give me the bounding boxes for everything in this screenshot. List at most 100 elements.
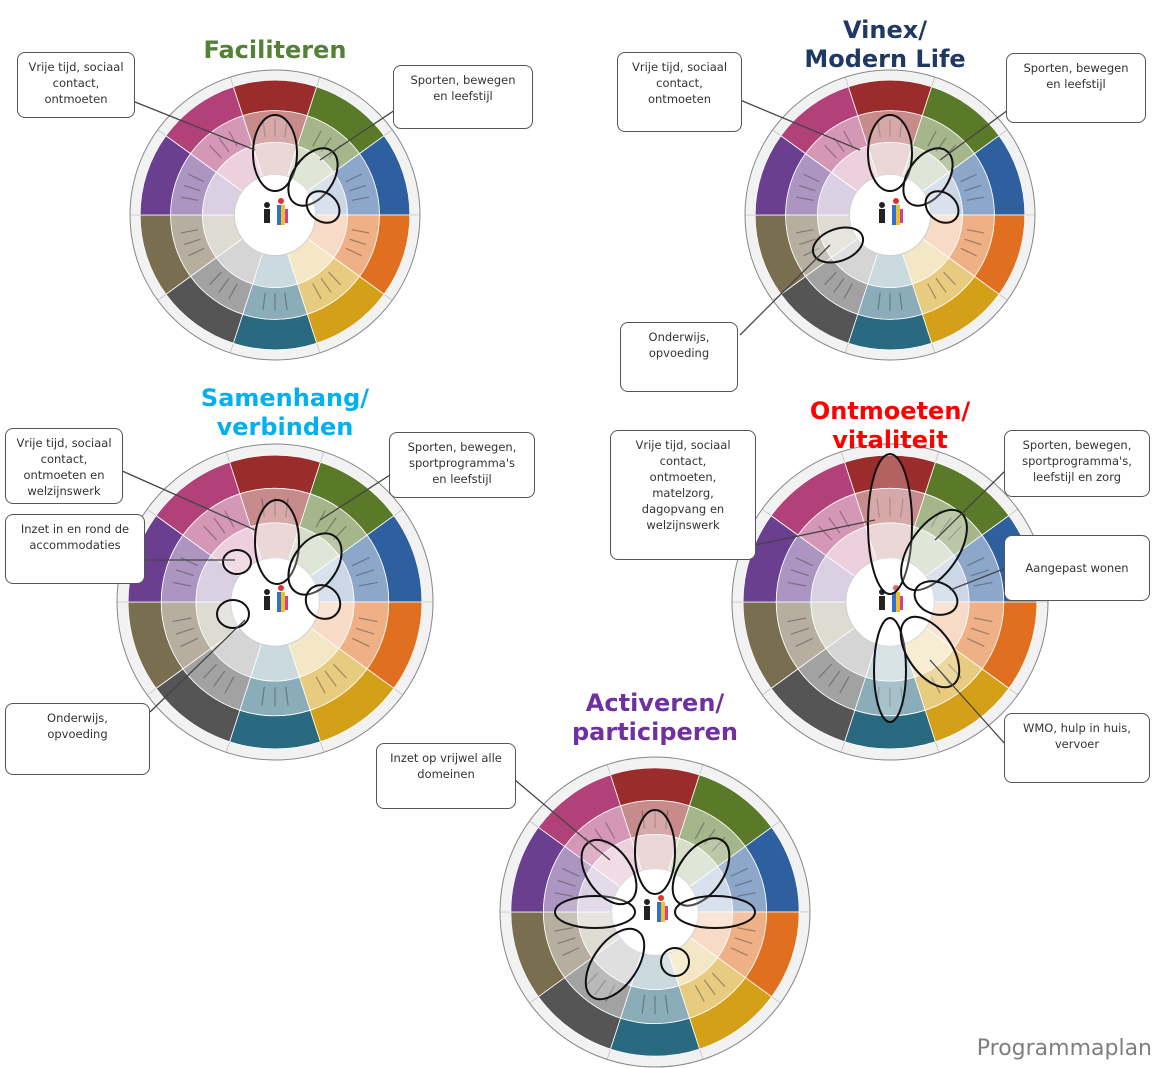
- segment-text-stripe: [966, 229, 985, 234]
- callout-leader-line: [739, 244, 831, 336]
- wheel-2: [116, 443, 434, 761]
- wheel-outline: [499, 756, 811, 1068]
- segment-text-stripe: [795, 196, 814, 201]
- callout-alle-domeinen: Inzet op vrijwel alle domeinen: [376, 743, 516, 809]
- segment-text-stripe: [803, 173, 820, 183]
- person-figures-icon: [644, 895, 668, 922]
- segment-text-stripe: [228, 283, 238, 300]
- segment-text-stripe: [960, 247, 977, 257]
- segment-text-stripe: [180, 637, 199, 647]
- wheel-outline: [129, 69, 421, 361]
- callout-leader-line: [149, 619, 246, 713]
- segment-text-stripe: [554, 927, 573, 932]
- highlight-ellipse: [811, 226, 865, 264]
- segment-text-stripe: [594, 979, 607, 996]
- segment-text-stripe: [349, 238, 367, 246]
- callout-leader-line: [119, 469, 256, 531]
- segment-text-stripe: [787, 581, 807, 587]
- segment-text-stripe: [964, 184, 982, 192]
- highlight-ellipse: [913, 580, 959, 616]
- highlight-ellipse: [867, 453, 913, 595]
- callout-leader-line: [939, 109, 1009, 161]
- segment-text-stripe: [345, 247, 362, 257]
- callout-vrije-tijd: Vrije tijd, sociaal contact, ontmoeten: [17, 52, 135, 118]
- wheel-0: [129, 69, 421, 361]
- segment-text-stripe: [203, 663, 218, 679]
- wheel-center: [845, 557, 935, 647]
- wheel-center: [233, 173, 317, 257]
- segment-text-stripe: [966, 196, 985, 201]
- title-samenhang: Samenhang/ verbinden: [200, 384, 370, 441]
- segment-text-stripe: [324, 670, 337, 687]
- callout-wmo: WMO, hulp in huis, vervoer: [1004, 713, 1150, 783]
- segment-text-stripe: [795, 229, 814, 234]
- segment-text-stripe: [824, 144, 837, 159]
- highlight-ellipse: [671, 837, 731, 907]
- segment-text-stripe: [876, 498, 880, 518]
- segment-text-stripe: [605, 822, 616, 839]
- segment-text-stripe: [172, 617, 192, 623]
- wheel-outline: [116, 443, 434, 761]
- callout-leader-line: [514, 779, 611, 861]
- segment-text-stripe: [285, 686, 289, 706]
- segment-text-stripe: [818, 525, 833, 541]
- wheel-3: [731, 443, 1049, 761]
- segment-text-stripe: [839, 510, 850, 528]
- segment-text-stripe: [824, 271, 837, 286]
- segment-text-stripe: [787, 617, 807, 623]
- callout-vrije-tijd: Vrije tijd, sociaal contact, ontmoeten, …: [610, 430, 756, 560]
- segment-text-stripe: [228, 130, 238, 147]
- person-figures-icon: [264, 585, 288, 612]
- segment-text-stripe: [562, 947, 580, 957]
- segment-text-stripe: [320, 277, 332, 293]
- segment-text-stripe: [324, 517, 337, 534]
- segment-text-stripe: [312, 283, 322, 300]
- segment-text-stripe: [828, 517, 841, 534]
- segment-text-stripe: [172, 581, 192, 587]
- callout-leader-line: [739, 99, 861, 151]
- segment-text-stripe: [790, 627, 810, 635]
- highlight-ellipse: [674, 895, 756, 929]
- segment-text-stripe: [798, 184, 816, 192]
- highlight-ellipse: [305, 190, 341, 224]
- highlight-ellipse: [254, 499, 300, 585]
- segment-text-stripe: [209, 271, 222, 286]
- segment-text-stripe: [833, 277, 845, 293]
- segment-text-stripe: [554, 892, 573, 897]
- highlight-ellipse: [867, 114, 913, 192]
- segment-text-stripe: [711, 972, 726, 987]
- segment-text-stripe: [315, 676, 326, 694]
- segment-text-stripe: [737, 892, 756, 897]
- segment-text-stripe: [877, 119, 881, 138]
- callout-leader-line: [929, 659, 1007, 746]
- highlight-ellipse: [873, 617, 907, 723]
- segment-text-stripe: [358, 581, 378, 587]
- segment-text-stripe: [328, 271, 341, 286]
- segment-text-stripe: [703, 828, 716, 845]
- segment-text-stripe: [261, 686, 265, 706]
- segment-text-stripe: [966, 557, 985, 567]
- title-activeren: Activeren/ participeren: [571, 689, 739, 746]
- segment-text-stripe: [970, 569, 990, 577]
- highlight-ellipse: [900, 508, 968, 592]
- person-figures-icon: [879, 198, 903, 225]
- segment-text-stripe: [803, 247, 820, 257]
- segment-text-stripe: [935, 277, 947, 293]
- callout-vrije-tijd: Vrije tijd, sociaal contact, ontmoeten e…: [5, 428, 123, 504]
- segment-text-stripe: [734, 937, 753, 945]
- segment-text-stripe: [960, 173, 977, 183]
- segment-text-stripe: [180, 557, 199, 567]
- segment-text-stripe: [877, 292, 881, 311]
- segment-text-stripe: [285, 498, 289, 518]
- highlight-ellipse: [222, 549, 252, 575]
- segment-text-stripe: [899, 292, 903, 311]
- segment-text-stripe: [209, 144, 222, 159]
- segment-text-stripe: [964, 238, 982, 246]
- segment-text-stripe: [351, 557, 370, 567]
- segment-text-stripe: [180, 196, 199, 201]
- segment-text-stripe: [345, 173, 362, 183]
- callout-leader-line: [319, 109, 396, 161]
- segment-text-stripe: [664, 994, 669, 1014]
- segment-text-stripe: [795, 557, 814, 567]
